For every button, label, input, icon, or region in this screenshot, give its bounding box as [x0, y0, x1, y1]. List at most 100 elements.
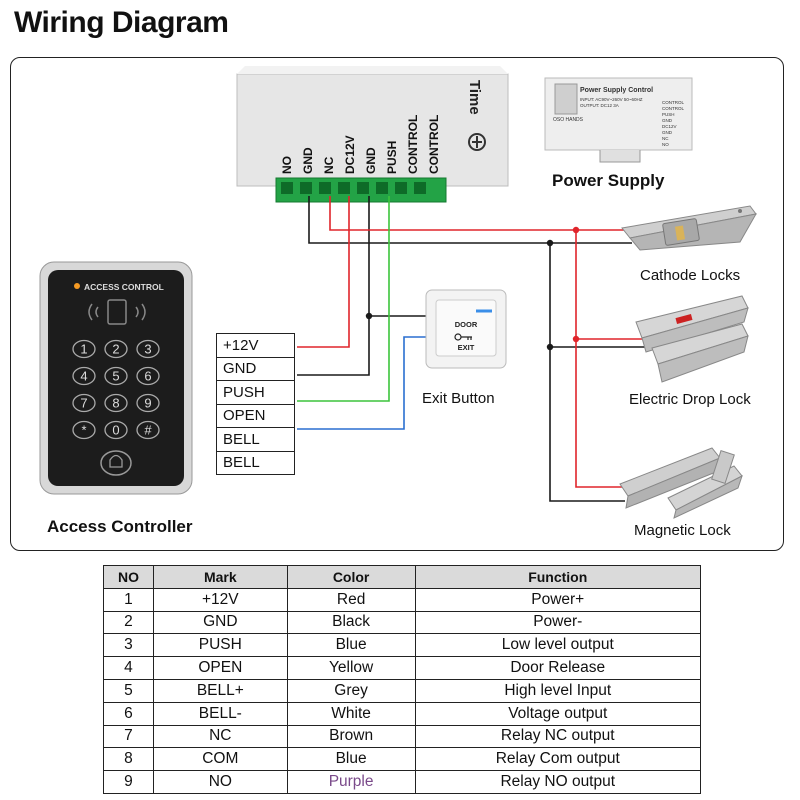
ps-photo-terminal: GND	[662, 130, 673, 135]
table-cell: Grey	[286, 678, 416, 703]
table-cell: BELL-	[152, 701, 288, 726]
keypad-key-label: 1	[80, 342, 87, 357]
column-header: NO	[103, 565, 154, 589]
terminal-row: PUSH	[216, 380, 295, 405]
table-cell: Door Release	[414, 656, 701, 680]
table-cell: 9	[103, 770, 154, 794]
keypad-key: 5	[104, 366, 128, 386]
exit-button-device: DOOR EXIT	[425, 289, 507, 369]
table-cell: 4	[103, 656, 154, 680]
keypad-key: 0	[104, 420, 128, 440]
table-cell: Blue	[286, 633, 416, 658]
wiring-diagram: NO GND NC DC12V GND PUSH CONTROL CONTROL…	[39, 66, 757, 519]
table-cell: Purple	[286, 770, 416, 794]
keypad-key-label: 9	[144, 396, 151, 411]
ps-terminal-label: CONTROL	[406, 115, 420, 174]
keypad-key-label: 5	[112, 369, 119, 384]
terminal-label: +12V	[216, 333, 295, 358]
ps-terminal-label: GND	[364, 147, 378, 174]
table-cell: Relay NO output	[414, 770, 701, 794]
terminal-row: +12V	[216, 333, 295, 358]
terminal-row: GND	[216, 356, 295, 381]
magnetic-lock-image	[619, 447, 743, 519]
ps-terminal-label: PUSH	[385, 141, 399, 174]
terminal-label: BELL	[216, 450, 295, 475]
column-header: Color	[286, 565, 416, 589]
table-cell: Blue	[286, 747, 416, 772]
ps-terminal-label: NO	[280, 156, 294, 174]
keypad-key-label: #	[144, 423, 152, 438]
table-cell: NC	[152, 724, 288, 749]
column-header: Function	[414, 565, 701, 589]
keypad-key: 9	[136, 393, 160, 413]
ps-terminal-label: NC	[322, 156, 336, 174]
ps-photo-output: OUTPUT: DC12 3A	[580, 103, 619, 108]
terminal-row: OPEN	[216, 403, 295, 428]
wires	[297, 196, 650, 502]
keypad-key: 4	[72, 366, 96, 386]
table-cell: 6	[103, 701, 154, 726]
diagram-frame	[10, 57, 784, 551]
brand-logo-icon	[468, 133, 486, 151]
keypad-key: 7	[72, 393, 96, 413]
power-supply-unit: NO GND NC DC12V GND PUSH CONTROL CONTROL…	[236, 66, 509, 203]
keypad-key: 1	[72, 339, 96, 359]
keypad-key-label: 8	[112, 396, 119, 411]
electric-drop-lock-image	[635, 295, 749, 383]
keypad-key-label: 6	[144, 369, 151, 384]
table-cell: PUSH	[152, 633, 288, 658]
keypad-key: 6	[136, 366, 160, 386]
terminal-label: BELL	[216, 427, 295, 452]
terminal-label: GND	[216, 356, 295, 381]
keypad-key-label: 7	[80, 396, 87, 411]
exit-button-top-text: DOOR	[455, 320, 478, 329]
ps-photo-terminal: CONTROL	[662, 100, 684, 105]
table-cell: Yellow	[286, 656, 416, 680]
table-cell: Red	[286, 587, 416, 612]
table-cell: 8	[103, 747, 154, 772]
power-supply-terminal-labels: NO GND NC DC12V GND PUSH CONTROL CONTROL	[280, 115, 441, 174]
table-cell: Power-	[414, 610, 701, 635]
table-cell: 2	[103, 610, 154, 635]
ps-terminal-label: DC12V	[343, 135, 357, 174]
table-cell: COM	[152, 747, 288, 772]
key-icon	[454, 333, 472, 341]
terminal-label: PUSH	[216, 380, 295, 405]
exit-button-bottom-text: EXIT	[458, 343, 475, 352]
table-cell: NO	[152, 770, 288, 794]
keypad-key: *	[72, 420, 96, 440]
ps-terminal-label: CONTROL	[427, 115, 441, 174]
ps-photo-input: INPUT: AC90V~260V 50~60HZ	[580, 97, 643, 102]
cathode-lock-image	[621, 205, 757, 251]
keypad-key-label: 0	[112, 423, 119, 438]
exit-button-label: Exit Button	[422, 390, 495, 407]
page-title: Wiring Diagram	[14, 6, 229, 39]
wire-black	[308, 196, 550, 244]
electric-drop-lock-label: Electric Drop Lock	[629, 391, 751, 408]
wire-red	[329, 196, 632, 231]
ps-photo-terminal: DC12V	[662, 124, 677, 129]
terminal-row: BELL	[216, 450, 295, 475]
doorbell-icon	[100, 450, 132, 476]
power-supply-photo: Power Supply Control INPUT: AC90V~260V 5…	[544, 77, 693, 163]
table-cell: Relay NC output	[414, 724, 701, 749]
terminal-label: OPEN	[216, 403, 295, 428]
card-reader-icon	[88, 299, 146, 325]
table-cell: 5	[103, 678, 154, 703]
column-header: Mark	[152, 565, 288, 589]
ps-terminal-label: GND	[301, 147, 315, 174]
table-header-row: NO Mark Color Function	[103, 565, 701, 589]
keypad-key: #	[136, 420, 160, 440]
table-cell: Power+	[414, 587, 701, 612]
